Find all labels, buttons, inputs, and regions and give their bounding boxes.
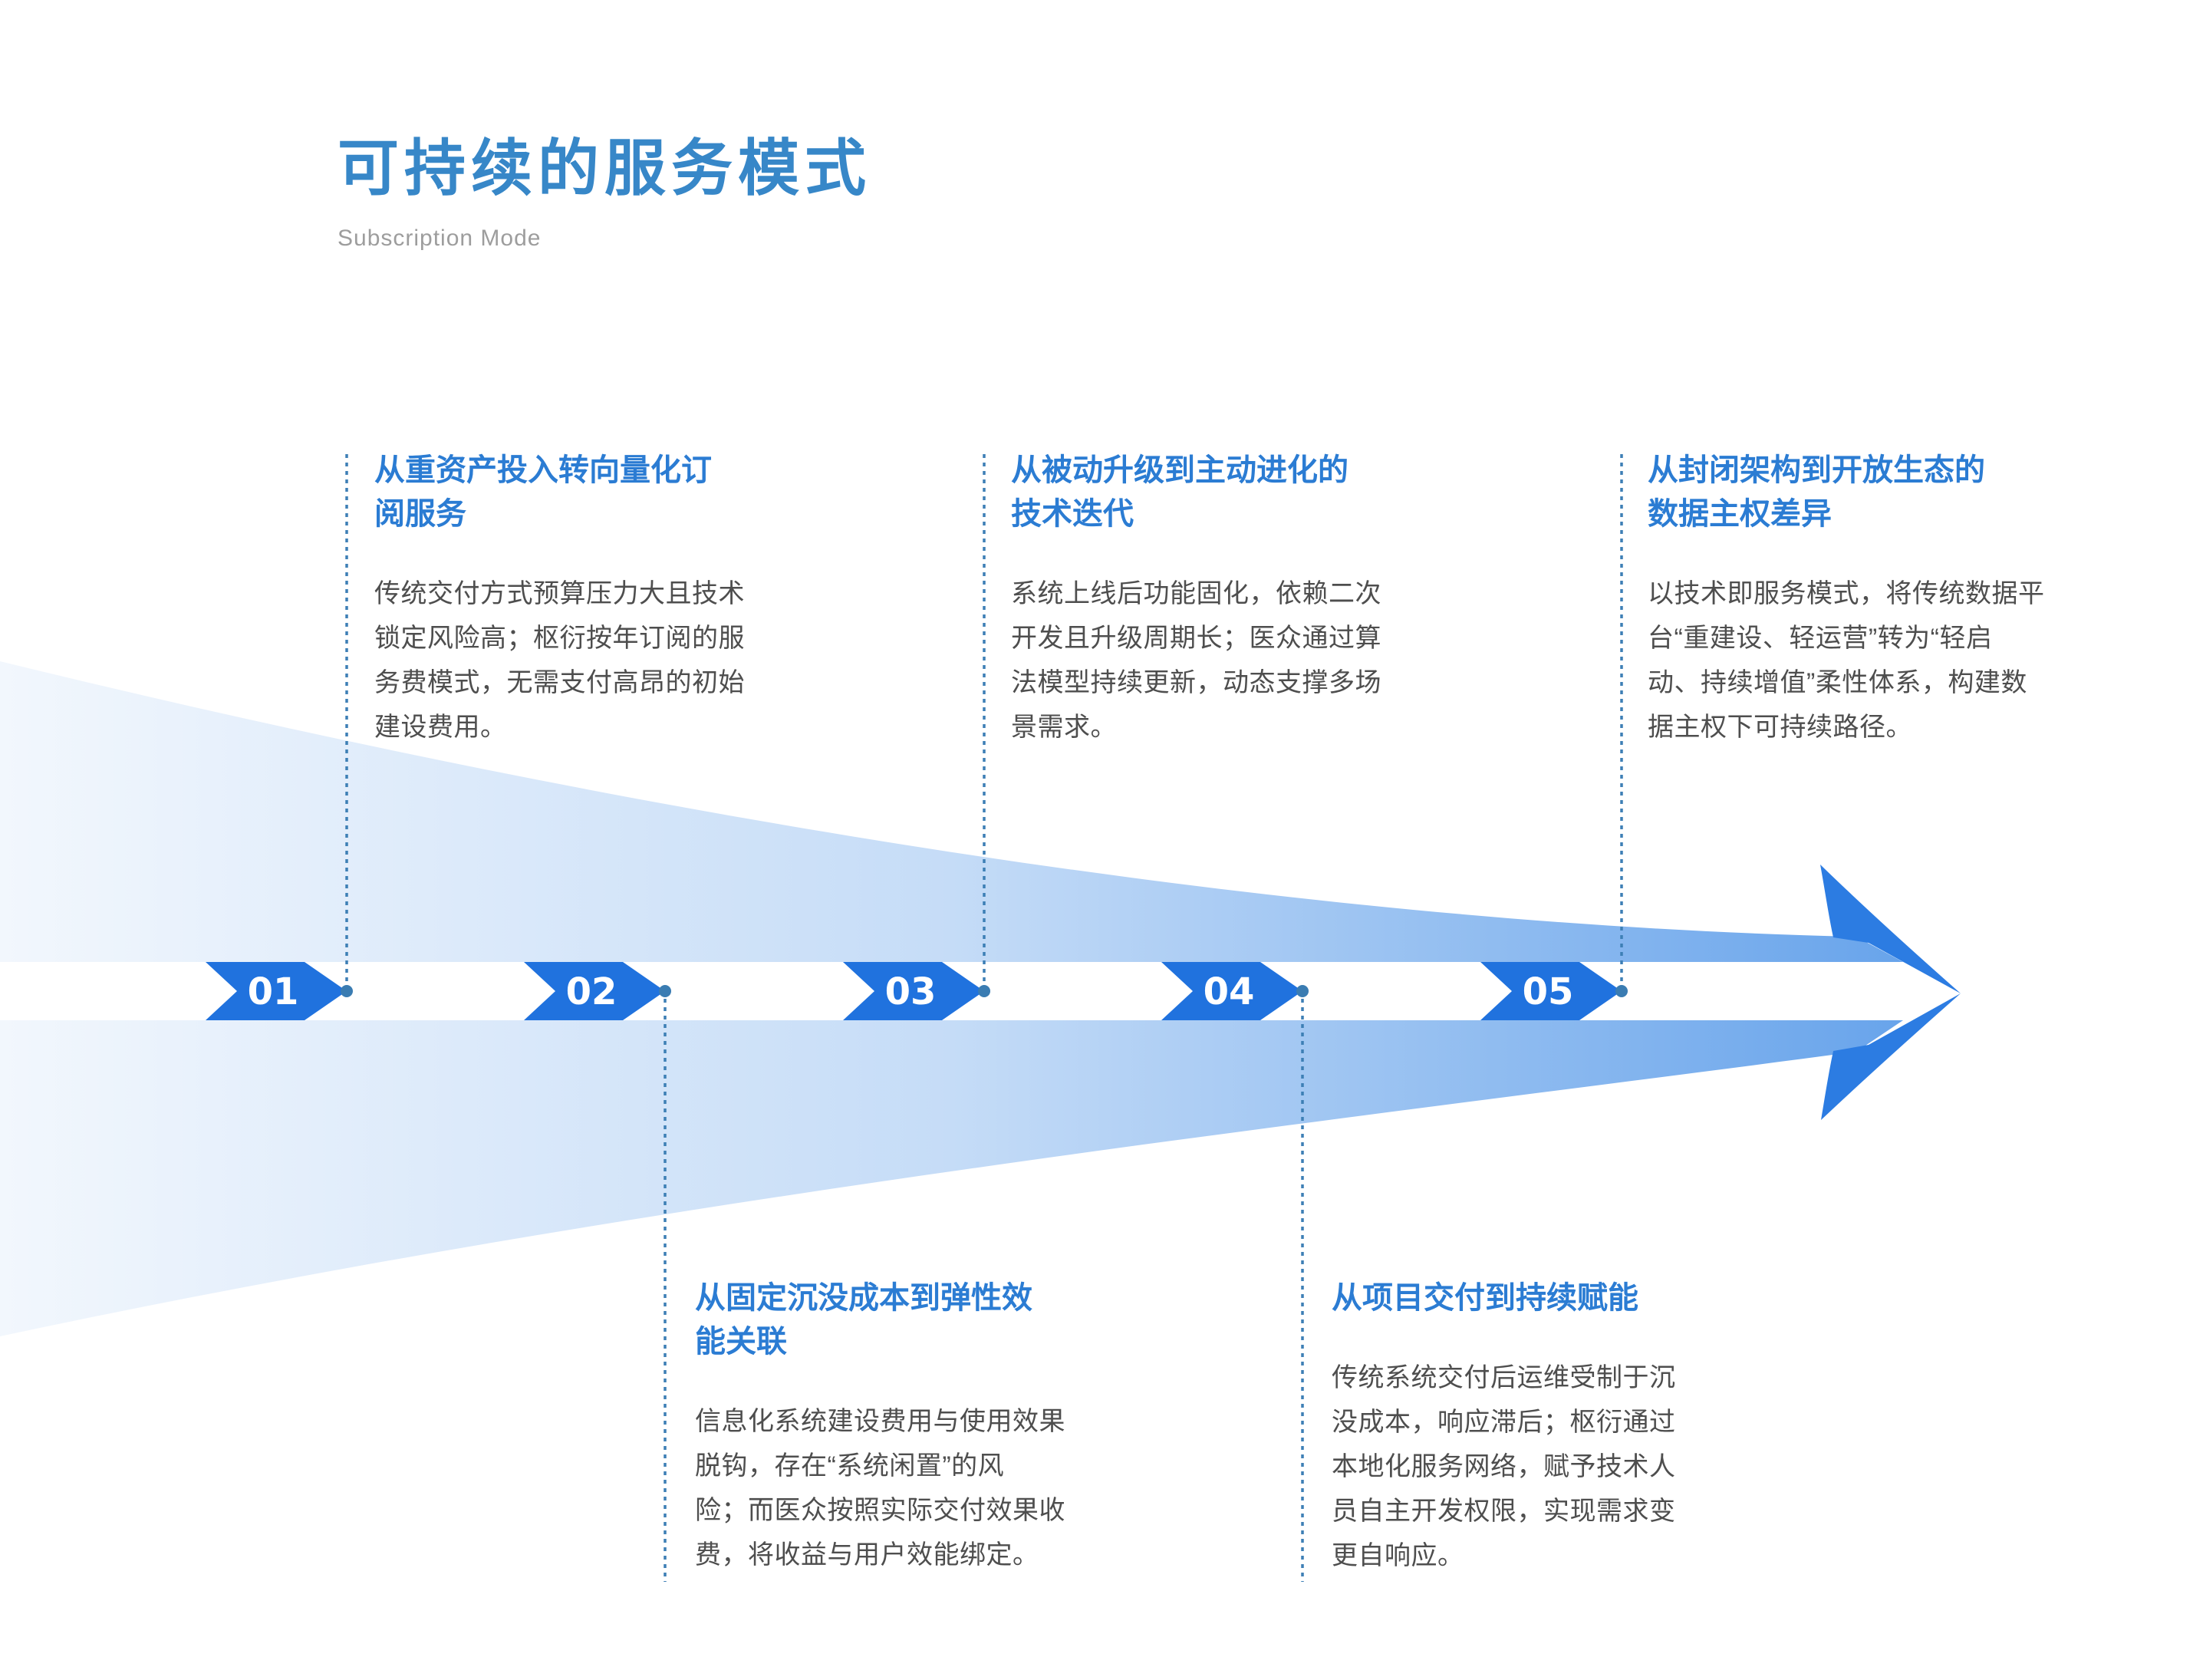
arrow-body-lower-band — [0, 1020, 1903, 1336]
step-block-01: 从重资产投入转向量化订 阅服务 传统交付方式预算压力大且技术 锁定风险高；枢衍按… — [374, 449, 804, 749]
page-subtitle: Subscription Mode — [338, 226, 542, 251]
chevron-step-04: 04 — [1161, 962, 1302, 1020]
arrowhead-lower-wing — [1821, 993, 1961, 1120]
step-description-02: 信息化系统建设费用与使用效果 脱钩，存在“系统闲置”的风 险；而医众按照实际交付… — [695, 1407, 1065, 1570]
chevron-number-02: 02 — [566, 970, 617, 1013]
step-title-02: 从固定沉没成本到弹性效 能关联 — [695, 1281, 1032, 1359]
connector-dot-01 — [341, 985, 353, 997]
connector-dot-03 — [978, 985, 990, 997]
chevron-step-03: 03 — [843, 962, 984, 1020]
step-block-05: 从封闭架构到开放生态的 数据主权差异 以技术即服务模式，将传统数据平 台“重建设… — [1648, 449, 2077, 749]
connector-dot-05 — [1615, 985, 1628, 997]
step-description-03: 系统上线后功能固化，依赖二次 开发且升级周期长；医众通过算 法模型持续更新，动态… — [1011, 579, 1381, 742]
step-title-05: 从封闭架构到开放生态的 数据主权差异 — [1648, 453, 1985, 531]
connector-dot-02 — [659, 985, 671, 997]
slide-header: 可持续的服务模式 Subscription Mode — [338, 135, 871, 252]
connector-dot-04 — [1296, 985, 1309, 997]
arrow-body-upper-band — [0, 661, 1903, 962]
step-description-05: 以技术即服务模式，将传统数据平 台“重建设、轻运营”转为“轻启 动、持续增值”柔… — [1648, 579, 2045, 742]
chevron-step-02: 02 — [524, 962, 665, 1020]
chevron-number-04: 04 — [1204, 970, 1255, 1013]
step-title-03: 从被动升级到主动进化的 技术迭代 — [1011, 453, 1348, 531]
chevron-step-01: 01 — [206, 962, 347, 1020]
chevron-number-05: 05 — [1523, 970, 1574, 1013]
chevron-step-05: 05 — [1480, 962, 1622, 1020]
step-description-01: 传统交付方式预算压力大且技术 锁定风险高；枢衍按年订阅的服 务费模式，无需支付高… — [374, 579, 745, 742]
step-description-04: 传统系统交付后运维受制于沉 没成本，响应滞后；枢衍通过 本地化服务网络，赋予技术… — [1332, 1363, 1676, 1570]
page-title: 可持续的服务模式 — [338, 134, 871, 203]
step-block-04: 从项目交付到持续赋能 传统系统交付后运维受制于沉 没成本，响应滞后；枢衍通过 本… — [1332, 1276, 1761, 1578]
step-block-02: 从固定沉没成本到弹性效 能关联 信息化系统建设费用与使用效果 脱钩，存在“系统闲… — [695, 1276, 1125, 1577]
chevron-number-03: 03 — [885, 970, 937, 1013]
step-title-04: 从项目交付到持续赋能 — [1332, 1281, 1638, 1315]
step-title-01: 从重资产投入转向量化订 阅服务 — [374, 453, 712, 531]
chevron-number-01: 01 — [248, 970, 299, 1013]
arrowhead-upper-wing — [1820, 865, 1961, 993]
step-block-03: 从被动升级到主动进化的 技术迭代 系统上线后功能固化，依赖二次 开发且升级周期长… — [1011, 449, 1441, 749]
